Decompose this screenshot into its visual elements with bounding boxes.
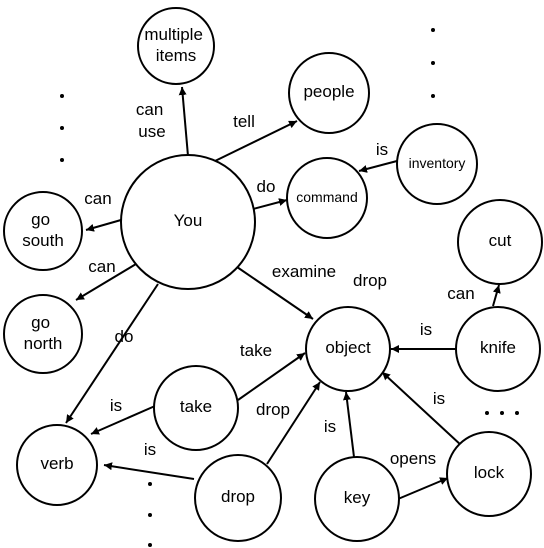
edge-you-go-north (75, 263, 137, 301)
label-you-multiple-items: can use (136, 100, 168, 141)
edge-drop-verb (103, 462, 195, 480)
node-cut-label: cut (489, 231, 512, 250)
edge-you-verb (65, 283, 159, 424)
ellipsis-top-right (431, 28, 435, 98)
edges (65, 86, 501, 500)
node-go-south: go south (3, 191, 83, 271)
node-drop-label: drop (221, 487, 255, 506)
node-multiple-items: multiple items (137, 7, 215, 85)
label-drop-verb: is (144, 440, 156, 459)
node-command-label: command (296, 189, 357, 205)
node-take: take (153, 365, 239, 451)
label-drop-object: drop (256, 400, 290, 419)
node-drop: drop (194, 454, 282, 542)
edge-take-verb (90, 405, 156, 435)
node-key: key (314, 456, 400, 542)
label-you-go-north: can (88, 257, 115, 276)
node-knife-label: knife (480, 338, 516, 357)
edge-drop-object (266, 381, 321, 465)
label-key-object: is (324, 417, 336, 436)
ellipsis-right (485, 411, 519, 415)
label-inventory-command: is (376, 140, 388, 159)
node-go-south-label: go south (22, 210, 64, 250)
label-you-go-south: can (84, 189, 111, 208)
node-you-label: You (174, 211, 203, 230)
ellipsis-left (60, 94, 64, 162)
ellipsis-bottom (148, 482, 152, 547)
node-lock: lock (446, 431, 532, 517)
edge-you-object (236, 266, 314, 320)
label-key-lock: opens (390, 449, 436, 468)
label-you-command: do (257, 177, 276, 196)
edge-key-lock (397, 477, 449, 500)
nodes: You multiple items people inventory comm… (3, 7, 543, 542)
label-you-verb: do (115, 327, 134, 346)
node-key-label: key (344, 488, 371, 507)
node-object: object (305, 306, 391, 392)
node-command: command (286, 157, 368, 239)
edge-labels: can use tell is do can can do examine dr… (84, 100, 474, 468)
edge-take-object (237, 352, 306, 401)
edge-lock-object (381, 371, 463, 447)
node-you: You (120, 154, 256, 290)
node-cut: cut (457, 199, 543, 285)
edge-you-go-south (85, 219, 122, 232)
edge-you-multiple-items (178, 86, 189, 157)
label-take-object: take (240, 341, 272, 360)
node-object-label: object (325, 338, 371, 357)
node-multiple-items-label: multiple items (144, 25, 207, 65)
node-go-north-label: go north (24, 313, 63, 353)
node-verb-label: verb (40, 454, 73, 473)
label-you-people: tell (233, 112, 255, 131)
label-take-verb: is (110, 396, 122, 415)
label-knife-cut: can (447, 284, 474, 303)
node-inventory: inventory (396, 123, 478, 205)
node-people: people (288, 52, 370, 134)
label-knife-object: is (420, 320, 432, 339)
node-lock-label: lock (474, 463, 505, 482)
edge-you-command (252, 198, 288, 210)
edge-you-people (214, 120, 298, 162)
node-verb: verb (16, 424, 98, 506)
node-knife: knife (455, 306, 541, 392)
node-people-label: people (303, 82, 354, 101)
label-you-object: examine (272, 262, 336, 281)
node-go-north: go north (3, 294, 83, 374)
edge-knife-cut (492, 284, 501, 307)
node-inventory-label: inventory (409, 155, 466, 171)
label-lock-object: is (433, 389, 445, 408)
edge-key-object (343, 391, 355, 458)
label-drop-top: drop (353, 271, 387, 290)
edge-inventory-command (358, 160, 398, 173)
node-take-label: take (180, 397, 212, 416)
